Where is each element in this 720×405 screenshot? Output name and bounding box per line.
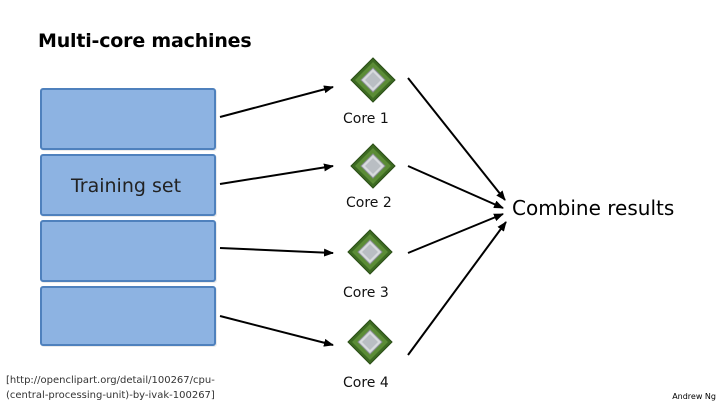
cpu-chip-icon xyxy=(343,50,403,110)
training-set-block xyxy=(40,286,216,346)
arrow-to-core-3 xyxy=(219,247,334,257)
arrow-to-core-1 xyxy=(219,85,334,118)
arrow-core-3-to-combine xyxy=(407,213,504,254)
cpu-chip-icon xyxy=(343,136,403,196)
arrow-core-2-to-combine xyxy=(407,165,504,209)
core-label: Core 2 xyxy=(346,195,392,211)
core-label: Core 4 xyxy=(343,375,389,391)
training-set-label: Training set xyxy=(70,175,182,197)
training-set-block xyxy=(40,88,216,150)
citation-line-2: (central-processing-unit)-by-ivak-100267… xyxy=(6,390,215,401)
training-set-block xyxy=(40,154,216,216)
image-citation: [http://openclipart.org/detail/100267/cp… xyxy=(6,373,246,403)
training-set-stack: Training set xyxy=(38,88,220,348)
citation-line-1: [http://openclipart.org/detail/100267/cp… xyxy=(6,375,215,386)
arrow-to-core-2 xyxy=(219,163,334,185)
combine-results-label: Combine results xyxy=(512,196,675,220)
training-set-block xyxy=(40,220,216,282)
arrow-core-4-to-combine xyxy=(407,221,507,356)
cpu-chip-icon xyxy=(340,312,400,372)
core-label: Core 1 xyxy=(343,111,389,127)
arrow-core-1-to-combine xyxy=(407,77,506,201)
cpu-chip-icon xyxy=(340,222,400,282)
author-credit: Andrew Ng xyxy=(672,392,716,401)
slide-title: Multi-core machines xyxy=(38,30,252,52)
core-label: Core 3 xyxy=(343,285,389,301)
arrow-to-core-4 xyxy=(219,315,334,347)
